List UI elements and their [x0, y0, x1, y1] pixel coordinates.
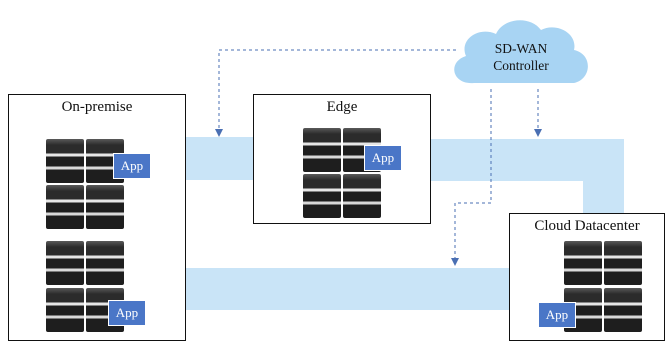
- server-icon: [604, 241, 642, 285]
- server-icon: [86, 241, 124, 285]
- edge-title: Edge: [326, 99, 358, 115]
- control-arrow-to-bottom-link: [451, 89, 492, 266]
- link-edge-cloud-drop: [583, 139, 624, 214]
- cloud-datacenter-box: Cloud Datacenter App: [509, 213, 665, 341]
- server-icon: [303, 174, 341, 218]
- server-icon: [46, 185, 84, 229]
- link-onpremise-cloud: [185, 268, 511, 310]
- controller-label-line1: SD-WAN: [494, 41, 548, 56]
- sd-wan-controller-cloud-icon: [454, 20, 588, 84]
- server-icon: [564, 241, 602, 285]
- app-badge: App: [538, 302, 576, 328]
- server-icon: [343, 174, 381, 218]
- server-icon: [46, 139, 84, 183]
- controller-label: SD-WAN Controller: [476, 40, 566, 74]
- edge-box: Edge App: [253, 94, 431, 224]
- server-icon: [604, 288, 642, 332]
- server-icon: [46, 288, 84, 332]
- app-badge: App: [364, 145, 402, 171]
- controller-label-line2: Controller: [493, 58, 549, 73]
- app-badge: App: [108, 300, 146, 326]
- server-icon: [86, 185, 124, 229]
- cloud-datacenter-title: Cloud Datacenter: [534, 218, 640, 234]
- control-arrow-to-onpremise: [215, 49, 456, 137]
- onpremise-title: On-premise: [61, 99, 133, 115]
- server-icon: [303, 128, 341, 172]
- server-icon: [46, 241, 84, 285]
- app-badge: App: [113, 153, 151, 179]
- onpremise-box: On-premise App App: [8, 94, 186, 341]
- link-onpremise-edge: [185, 137, 255, 180]
